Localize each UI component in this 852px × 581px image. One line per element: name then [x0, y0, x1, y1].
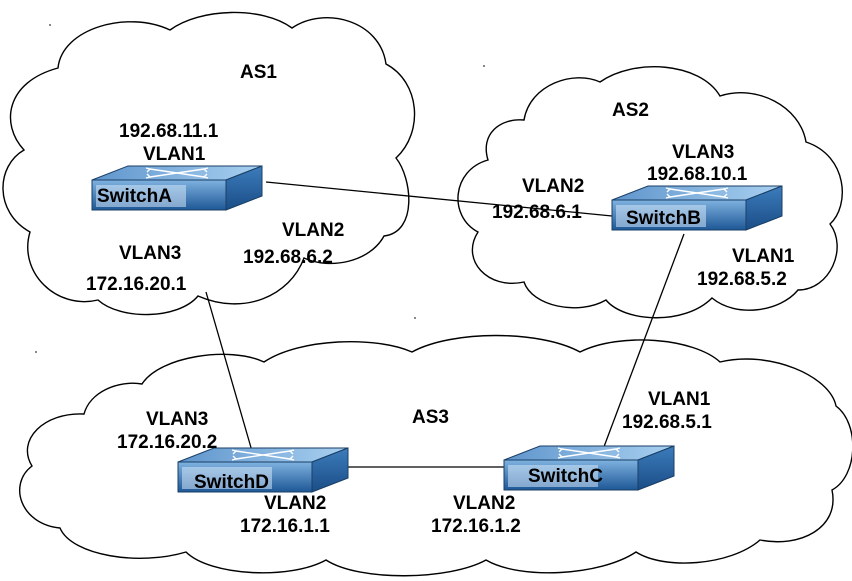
- switch-b-vlan3-ip: 192.68.10.1: [647, 164, 748, 185]
- switch-a-label: SwitchA: [97, 186, 172, 207]
- switch-b-vlan1-name: VLAN1: [732, 246, 795, 267]
- switch-c-vlan2-name: VLAN2: [453, 493, 515, 514]
- switch-b-vlan2-name: VLAN2: [522, 176, 584, 197]
- as3-cloud: [19, 334, 852, 577]
- switch-b-vlan3-name: VLAN3: [672, 142, 734, 163]
- switch-a-vlan1-ip: 192.68.11.1: [119, 121, 219, 142]
- switch-c-vlan1-name: VLAN1: [648, 389, 711, 410]
- stray-dot: [483, 65, 485, 67]
- switch-a[interactable]: SwitchA: [91, 165, 263, 211]
- switch-b-vlan2-ip: 192.68.6.1: [492, 202, 582, 223]
- as3-label: AS3: [412, 407, 449, 428]
- link-a-d: [205, 291, 255, 459]
- switch-b-vlan1-ip: 192.68.5.2: [697, 269, 787, 290]
- switch-b[interactable]: SwitchB: [611, 185, 783, 231]
- stray-dot: [414, 317, 416, 319]
- switch-d-vlan2-name: VLAN2: [264, 493, 326, 514]
- switch-a-vlan1-name: VLAN1: [143, 144, 206, 165]
- switch-d-vlan3-name: VLAN3: [146, 409, 208, 430]
- switch-d-label: SwitchD: [194, 472, 269, 493]
- stray-dot: [35, 351, 37, 353]
- switch-d[interactable]: SwitchD: [177, 447, 349, 493]
- as1-label: AS1: [240, 62, 277, 83]
- switch-b-label: SwitchB: [626, 208, 701, 229]
- switch-c-label: SwitchC: [528, 466, 603, 487]
- switch-c-vlan2-ip: 172.16.1.2: [431, 516, 521, 537]
- as1-cloud: [2, 11, 416, 316]
- switch-a-vlan3-ip: 172.16.20.1: [86, 274, 187, 295]
- switch-c[interactable]: SwitchC: [503, 445, 675, 491]
- link-a-b: [265, 181, 613, 217]
- as2-cloud: [457, 66, 843, 319]
- switch-d-vlan2-ip: 172.16.1.1: [240, 516, 330, 537]
- as2-label: AS2: [612, 100, 649, 121]
- switch-d-vlan3-ip: 172.16.20.2: [117, 432, 217, 453]
- switch-a-vlan2-ip: 192.68.6.2: [243, 247, 333, 268]
- link-b-c: [601, 233, 685, 453]
- switch-a-vlan3-name: VLAN3: [119, 243, 181, 264]
- switch-c-vlan1-ip: 192.68.5.1: [622, 412, 712, 433]
- stray-dot: [49, 24, 51, 26]
- switch-a-vlan2-name: VLAN2: [282, 220, 344, 241]
